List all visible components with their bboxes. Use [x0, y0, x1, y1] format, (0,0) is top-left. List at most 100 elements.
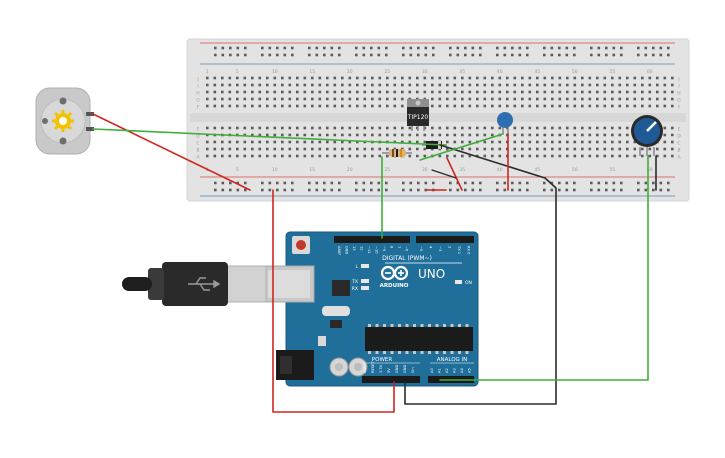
breadboard-hole	[213, 83, 217, 87]
rail-hole	[417, 46, 420, 50]
wire-red-jumper[interactable]	[446, 157, 463, 191]
breadboard-hole	[213, 140, 217, 144]
rail-hole	[221, 181, 225, 185]
breadboard-hole	[513, 104, 517, 108]
breadboard-hole	[408, 126, 412, 130]
rail-hole	[558, 188, 561, 192]
breadboard-hole	[491, 76, 494, 80]
breadboard-hole	[371, 147, 374, 151]
breadboard-hole	[371, 154, 374, 158]
breadboard-hole	[273, 104, 277, 108]
breadboard-hole	[236, 154, 239, 158]
breadboard-hole	[491, 97, 494, 101]
breadboard-hole	[656, 90, 659, 94]
wire-green-motor[interactable]	[92, 128, 446, 146]
breadboard-hole	[566, 90, 569, 94]
breadboard-hole	[228, 90, 232, 94]
breadboard-hole	[243, 140, 247, 144]
breadboard-hole	[281, 126, 284, 130]
breadboard-hole	[243, 76, 247, 80]
wire-red-5v[interactable]	[272, 189, 395, 413]
usb-b-port[interactable]	[263, 265, 315, 303]
breadboard-hole	[581, 83, 584, 87]
breadboard-hole	[671, 83, 674, 87]
breadboard-hole	[498, 140, 502, 144]
wire-black-gnd[interactable]	[404, 144, 557, 405]
wire-red-motor[interactable]	[92, 113, 251, 191]
breadboard-hole	[311, 83, 314, 87]
breadboard-hole	[618, 90, 622, 94]
breadboard-hole	[513, 97, 517, 101]
breadboard-hole	[221, 83, 224, 87]
tip120-transistor[interactable]: TIP120	[407, 99, 429, 131]
rail-hole	[511, 188, 514, 192]
breadboard-hole	[543, 90, 547, 94]
ceramic-capacitor[interactable]	[497, 112, 513, 134]
breadboard-hole	[288, 76, 292, 80]
breadboard-hole	[363, 126, 367, 130]
breadboard-hole	[266, 140, 269, 144]
resistor[interactable]	[382, 149, 412, 157]
rail-hole	[565, 46, 569, 50]
dc-power-jack[interactable]	[276, 350, 314, 380]
rail-hole	[236, 53, 240, 57]
breadboard-hole	[611, 104, 614, 108]
reset-button[interactable]	[292, 236, 310, 254]
breadboard-hole	[483, 133, 487, 137]
rail-hole	[338, 181, 341, 185]
breadboard-hole	[243, 126, 247, 130]
breadboard-hole	[386, 133, 389, 137]
rail-hole	[526, 188, 529, 192]
breadboard-hole	[311, 97, 314, 101]
breadboard-hole	[221, 126, 224, 130]
breadboard-hole	[641, 104, 644, 108]
column-number: 15	[309, 167, 315, 173]
breadboard-hole	[266, 104, 269, 108]
breadboard-hole	[273, 76, 277, 80]
digital-header[interactable]	[334, 236, 474, 243]
breadboard-hole	[671, 147, 674, 151]
rail-hole	[276, 181, 279, 185]
potentiometer[interactable]	[631, 115, 663, 156]
dc-motor-icon[interactable]	[35, 87, 94, 155]
breadboard-hole	[521, 83, 524, 87]
breadboard-hole	[311, 104, 314, 108]
breadboard-hole	[513, 83, 517, 87]
wire-green-transistor[interactable]	[419, 133, 504, 161]
breadboard-hole	[356, 104, 359, 108]
breadboard-hole	[221, 90, 224, 94]
rail-hole	[377, 46, 381, 50]
breadboard-hole	[363, 104, 367, 108]
breadboard-hole	[221, 76, 224, 80]
breadboard-hole	[596, 133, 599, 137]
power-header[interactable]	[362, 376, 420, 383]
rail-hole	[355, 181, 358, 185]
wire-green-analog[interactable]	[439, 155, 649, 381]
breadboard-hole	[491, 154, 494, 158]
breadboard-hole	[581, 104, 584, 108]
breadboard-hole	[521, 126, 524, 130]
breadboard-hole	[288, 83, 292, 87]
wire-black-jumper[interactable]	[431, 169, 457, 179]
breadboard-hole	[446, 104, 449, 108]
breadboard-hole	[266, 90, 269, 94]
column-number: 30	[422, 167, 428, 173]
breadboard-hole	[528, 90, 532, 94]
breadboard-hole	[491, 83, 494, 87]
breadboard-hole	[498, 76, 502, 80]
rail-hole	[377, 53, 381, 57]
breadboard-hole	[401, 76, 404, 80]
breadboard-hole	[258, 147, 262, 151]
breadboard-hole	[603, 147, 607, 151]
breadboard-hole	[536, 83, 539, 87]
breadboard-hole	[558, 83, 562, 87]
rail-hole	[456, 53, 460, 57]
rail-hole	[424, 181, 428, 185]
usb-plug-icon[interactable]	[122, 262, 267, 306]
breadboard-hole	[626, 97, 629, 101]
breadboard-hole	[393, 90, 397, 94]
breadboard-hole	[236, 90, 239, 94]
rail-hole	[503, 53, 507, 57]
